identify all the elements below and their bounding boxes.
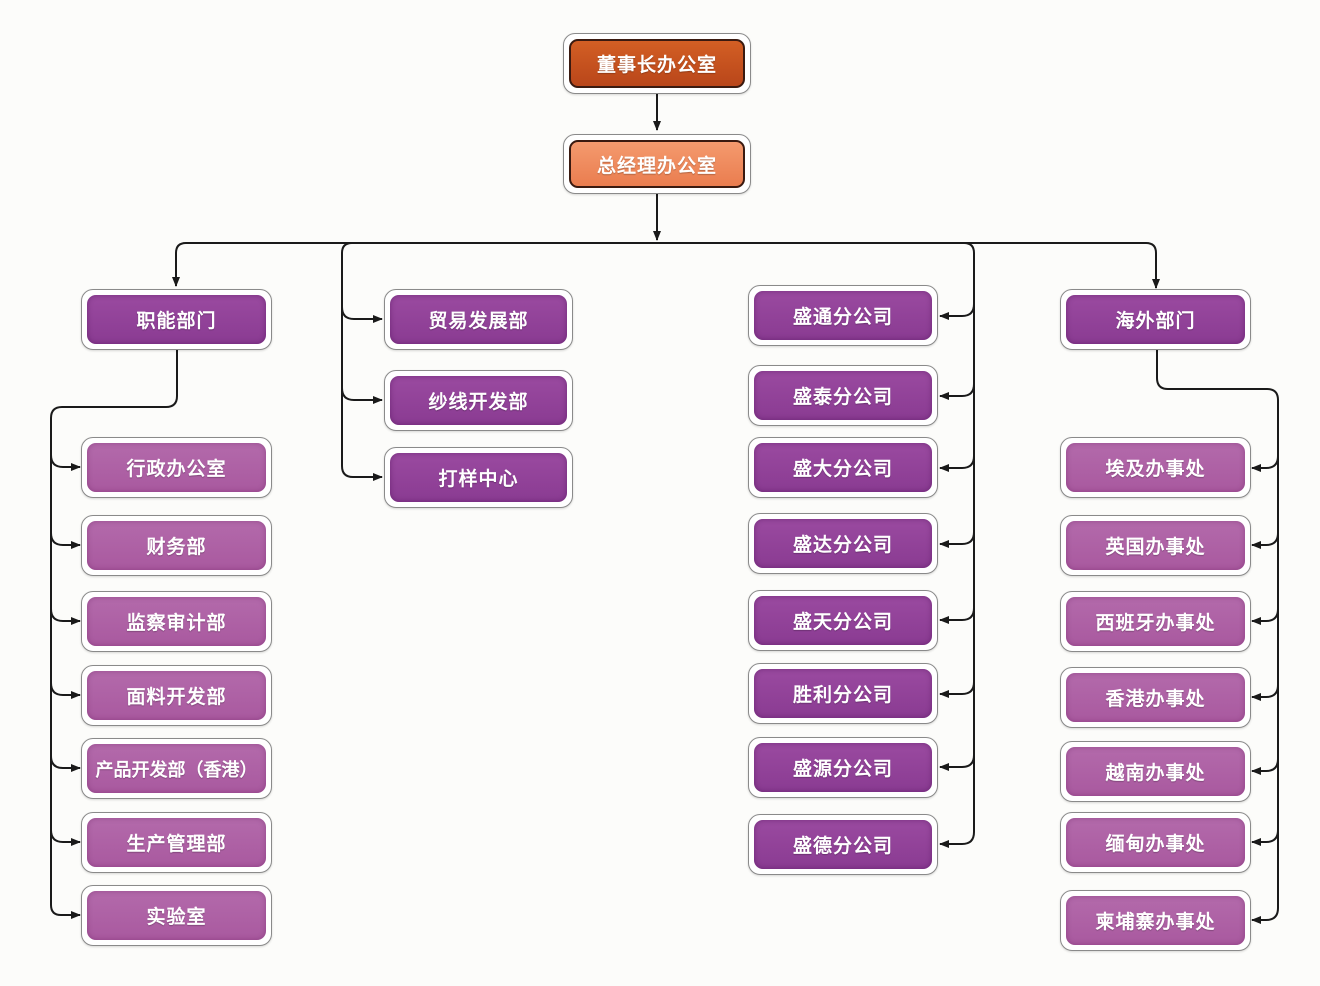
node-label: 盛德分公司 [754, 820, 932, 869]
connector-arrow [939, 303, 975, 320]
node-label: 盛大分公司 [754, 443, 932, 492]
node-label: 缅甸办事处 [1066, 818, 1245, 867]
connector-arrow [1251, 829, 1279, 846]
connector-arrow [939, 383, 975, 400]
node-branch[interactable]: 盛达分公司 [748, 513, 938, 574]
node-label: 西班牙办事处 [1066, 597, 1245, 646]
connector-arrow [939, 754, 975, 771]
connector-arrow [50, 532, 81, 549]
connector-arrow [1251, 532, 1279, 549]
node-general-manager-office[interactable]: 总经理办公室 [563, 134, 751, 194]
connector-direct-trunk [341, 242, 383, 481]
connector-arrow [50, 755, 81, 772]
node-label: 纱线开发部 [390, 376, 567, 425]
node-label: 海外部门 [1066, 295, 1245, 344]
node-direct-department[interactable]: 贸易发展部 [384, 289, 573, 350]
node-overseas-office[interactable]: 西班牙办事处 [1060, 591, 1251, 652]
connector-arrow [341, 387, 383, 404]
node-label: 职能部门 [87, 295, 266, 344]
node-label: 越南办事处 [1066, 747, 1245, 796]
connector-arrow [939, 681, 975, 698]
node-direct-department[interactable]: 打样中心 [384, 447, 573, 508]
connector-arrow [50, 682, 81, 699]
connector-arrow [1251, 608, 1279, 625]
connector-arrow [50, 454, 81, 471]
node-branch[interactable]: 胜利分公司 [748, 663, 938, 724]
node-functional-child[interactable]: 行政办公室 [81, 437, 272, 498]
node-branch[interactable]: 盛天分公司 [748, 590, 938, 651]
node-label: 盛源分公司 [754, 743, 932, 792]
node-overseas-office[interactable]: 英国办事处 [1060, 515, 1251, 576]
node-overseas-office[interactable]: 埃及办事处 [1060, 437, 1251, 498]
node-functional-child[interactable]: 生产管理部 [81, 812, 272, 873]
node-overseas-office[interactable]: 缅甸办事处 [1060, 812, 1251, 873]
node-label: 打样中心 [390, 453, 567, 502]
node-functional-departments[interactable]: 职能部门 [81, 289, 272, 350]
connector-arrow [50, 829, 81, 846]
node-label: 生产管理部 [87, 818, 266, 867]
node-branch[interactable]: 盛源分公司 [748, 737, 938, 798]
node-overseas-office[interactable]: 越南办事处 [1060, 741, 1251, 802]
node-functional-child[interactable]: 财务部 [81, 515, 272, 576]
connector-overseas-trunk [1156, 350, 1279, 924]
node-label: 贸易发展部 [390, 295, 567, 344]
node-label: 埃及办事处 [1066, 443, 1245, 492]
node-label: 监察审计部 [87, 597, 266, 646]
node-label: 盛泰分公司 [754, 371, 932, 420]
connector-arrow [939, 607, 975, 624]
node-label: 财务部 [87, 521, 266, 570]
node-functional-child[interactable]: 产品开发部（香港） [81, 738, 272, 799]
node-branch[interactable]: 盛大分公司 [748, 437, 938, 498]
node-label: 胜利分公司 [754, 669, 932, 718]
connector-to-overseas [1145, 242, 1160, 289]
connector-arrow [341, 306, 383, 323]
node-overseas-office[interactable]: 香港办事处 [1060, 667, 1251, 728]
node-label: 行政办公室 [87, 443, 266, 492]
connector-branch-trunk [939, 242, 975, 848]
node-branch[interactable]: 盛德分公司 [748, 814, 938, 875]
node-label: 英国办事处 [1066, 521, 1245, 570]
node-label: 实验室 [87, 891, 266, 940]
node-label: 董事长办公室 [569, 39, 745, 88]
node-label: 盛达分公司 [754, 519, 932, 568]
node-overseas-office[interactable]: 柬埔寨办事处 [1060, 890, 1251, 951]
connector-functional-trunk [50, 350, 178, 919]
node-functional-child[interactable]: 实验室 [81, 885, 272, 946]
connector-arrow [939, 455, 975, 472]
node-branch[interactable]: 盛泰分公司 [748, 365, 938, 426]
connector-arrow [50, 608, 81, 625]
node-functional-child[interactable]: 监察审计部 [81, 591, 272, 652]
node-direct-department[interactable]: 纱线开发部 [384, 370, 573, 431]
node-label: 盛天分公司 [754, 596, 932, 645]
connector-arrow [939, 531, 975, 548]
connector-to-functional [172, 242, 187, 287]
connector-arrow [1251, 758, 1279, 775]
node-label: 盛通分公司 [754, 291, 932, 340]
node-overseas-departments[interactable]: 海外部门 [1060, 289, 1251, 350]
node-label: 产品开发部（香港） [87, 744, 266, 793]
node-label: 面料开发部 [87, 671, 266, 720]
connector-arrow [1251, 684, 1279, 701]
node-branch[interactable]: 盛通分公司 [748, 285, 938, 346]
node-label: 柬埔寨办事处 [1066, 896, 1245, 945]
node-functional-child[interactable]: 面料开发部 [81, 665, 272, 726]
node-label: 总经理办公室 [569, 140, 745, 188]
connector-arrow [1251, 455, 1279, 472]
node-label: 香港办事处 [1066, 673, 1245, 722]
node-chairman-office[interactable]: 董事长办公室 [563, 33, 751, 94]
